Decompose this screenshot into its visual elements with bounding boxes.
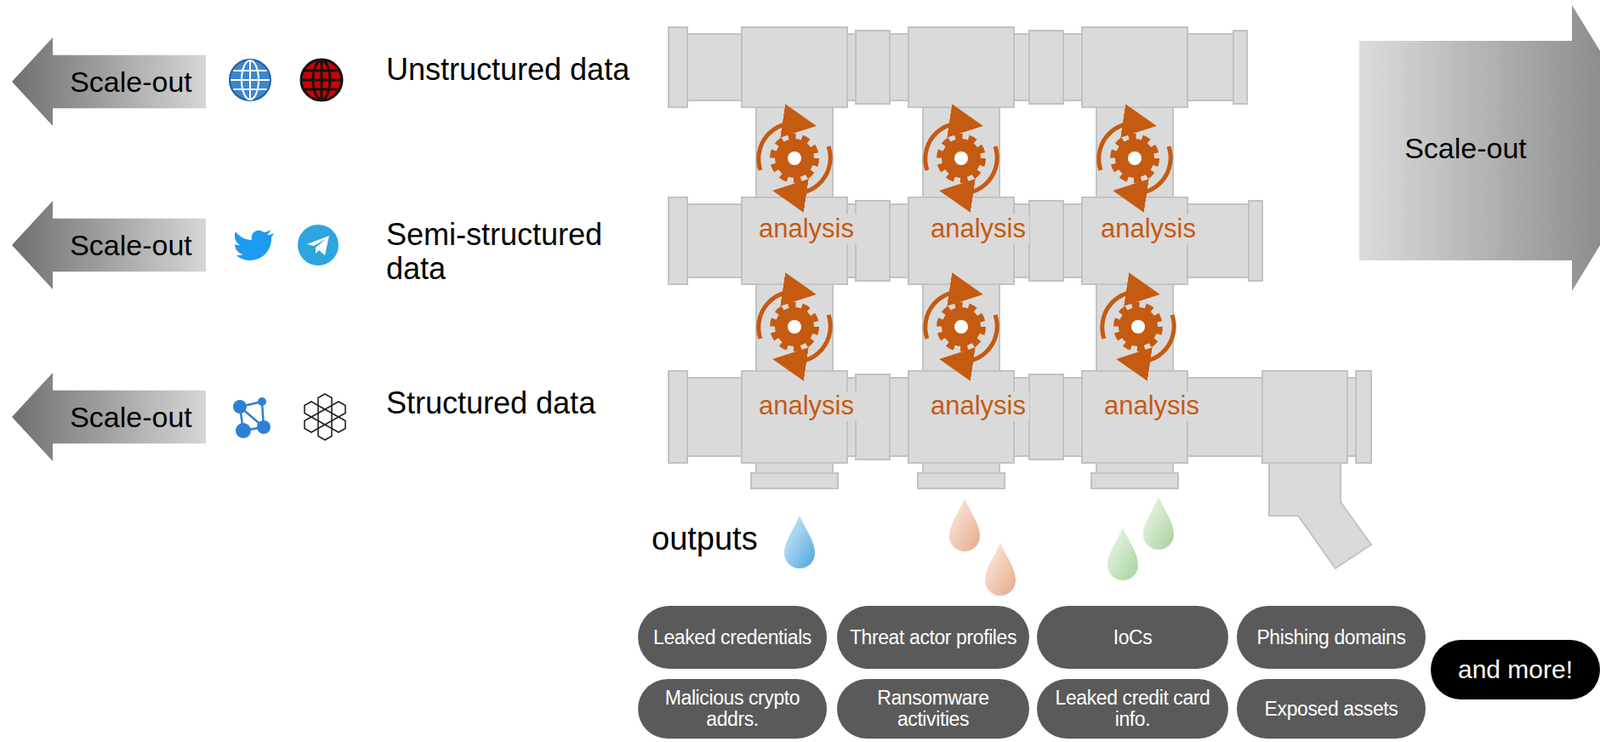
output-pill: Threat actor profiles [837, 605, 1030, 669]
analysis-label: analysis [1097, 214, 1200, 245]
analysis-label: analysis [1100, 391, 1203, 422]
output-pill: IoCs [1036, 605, 1229, 669]
more-pill: and more! [1430, 639, 1600, 700]
analysis-label: analysis [927, 214, 1030, 245]
dark-web-icon [301, 59, 342, 101]
output-label: Leaked credit card info. [1048, 687, 1217, 730]
output-pill: Ransomware activities [837, 678, 1030, 739]
scale-out-arrow: Scale-out [11, 372, 206, 462]
output-pill: Leaked credentials [637, 605, 827, 669]
data-label: Structured data [386, 386, 642, 421]
arrow-label: Scale-out [69, 228, 193, 262]
output-label: Leaked credentials [653, 626, 812, 649]
analysis-label: analysis [755, 214, 858, 245]
output-label: Threat actor profiles [849, 626, 1017, 649]
arrow-label: Scale-out [69, 400, 193, 434]
globe-icon [229, 59, 271, 101]
data-label: Semi-structured data [386, 217, 642, 287]
output-label: IoCs [1113, 626, 1153, 649]
analysis-label: analysis [755, 391, 858, 422]
network-icon [233, 397, 271, 439]
arrow-label: Scale-out [1404, 131, 1527, 166]
output-label: and more! [1457, 655, 1573, 684]
output-pill: Leaked credit card info. [1036, 678, 1229, 739]
output-label: Ransomware activities [848, 687, 1018, 730]
scale-out-arrow: Scale-out [1359, 5, 1600, 291]
output-label: Phishing domains [1256, 626, 1406, 649]
cube-cluster-icon [304, 393, 346, 440]
twitter-icon [234, 229, 274, 261]
scale-out-arrow: Scale-out [11, 37, 206, 126]
outputs-label: outputs [651, 520, 758, 558]
output-pill: Malicious crypto addrs. [637, 678, 827, 739]
pipe-network [668, 27, 1372, 569]
output-pill: Phishing domains [1236, 605, 1426, 669]
arrow-label: Scale-out [69, 65, 193, 99]
output-label: Exposed assets [1264, 698, 1399, 720]
data-label: Unstructured data [386, 52, 642, 87]
scale-out-arrow: Scale-out [11, 200, 206, 290]
output-drops [784, 496, 1174, 596]
analysis-label: analysis [927, 391, 1030, 422]
output-pill: Exposed assets [1236, 678, 1426, 739]
output-label: Malicious crypto addrs. [649, 687, 815, 730]
telegram-icon [297, 224, 339, 266]
